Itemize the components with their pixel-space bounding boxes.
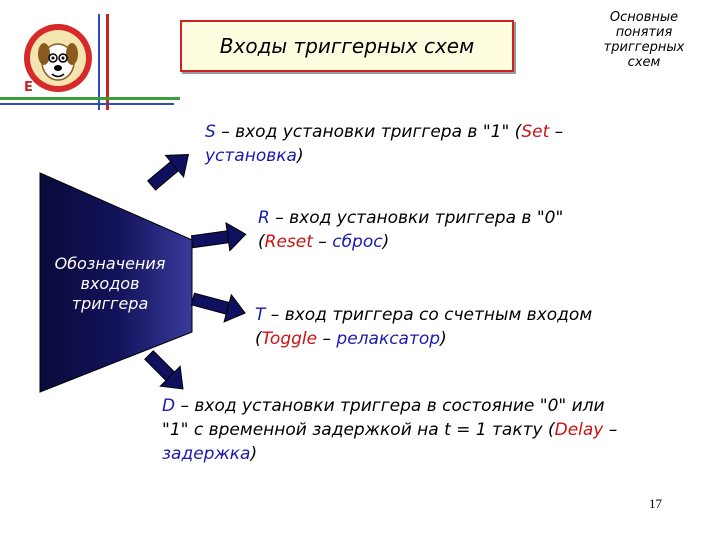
item-r-dash: –: [312, 232, 333, 252]
item-t-text: – вход триггера со счетным входом: [265, 305, 593, 325]
item-s: S – вход установки триггера в "1" (Set –…: [205, 120, 563, 168]
decor-horizontal-blue-line: [0, 103, 174, 105]
item-r-rus: сброс: [332, 232, 383, 252]
item-d-dash: –: [603, 420, 618, 440]
page-number: 17: [649, 496, 662, 511]
item-t-rus: релаксатор: [336, 329, 441, 349]
item-s-letter: S: [205, 122, 216, 142]
item-r-eng: Reset: [264, 232, 313, 252]
item-s-eng: Set: [521, 122, 550, 142]
item-t-open: (: [255, 329, 262, 349]
item-d-text: – вход установки триггера в состояние "0…: [175, 396, 605, 416]
item-r-open: (: [258, 232, 265, 252]
arrow-to-r-icon: [190, 221, 247, 252]
item-d: D – вход установки триггера в состояние …: [162, 394, 617, 466]
decor-vertical-blue-line: [98, 14, 100, 110]
item-d-eng: Delay: [554, 420, 604, 440]
trapezoid-label: Обозначения входов триггера: [54, 254, 166, 313]
item-t-letter: T: [255, 305, 266, 325]
slide-title: Входы триггерных схем: [180, 20, 514, 72]
inputs-trapezoid: [0, 170, 195, 395]
section-label: Основные понятия триггерных схем: [603, 10, 685, 70]
item-d-line2: "1" с временной задержкой на t = 1 такту…: [162, 420, 555, 440]
item-d-rus: задержка: [162, 444, 251, 464]
item-s-close: ): [296, 146, 304, 166]
item-t-close: ): [440, 329, 447, 349]
item-t-dash: –: [317, 329, 337, 349]
item-r-letter: R: [258, 208, 270, 228]
item-d-letter: D: [162, 396, 176, 416]
logo-letter: E: [24, 80, 33, 95]
item-r-close: ): [382, 232, 390, 252]
item-d-close: ): [250, 444, 258, 464]
item-t-eng: Toggle: [261, 329, 318, 349]
item-s-text: – вход установки триггера в "1" (: [215, 122, 522, 142]
arrow-to-t-icon: [190, 292, 246, 323]
item-r: R – вход установки триггера в "0" (Reset…: [258, 206, 563, 254]
item-s-dash: –: [549, 122, 564, 142]
item-s-rus: установка: [205, 146, 297, 166]
item-t: T – вход триггера со счетным входом (Tog…: [255, 303, 592, 351]
arrow-to-d-icon: [144, 350, 184, 390]
dog-mascot-logo: [20, 20, 96, 96]
arrow-to-s-icon: [147, 154, 190, 191]
decor-horizontal-green-line: [0, 97, 180, 100]
item-r-text: – вход установки триггера в "0": [269, 208, 564, 228]
decor-vertical-red-line: [106, 14, 109, 110]
